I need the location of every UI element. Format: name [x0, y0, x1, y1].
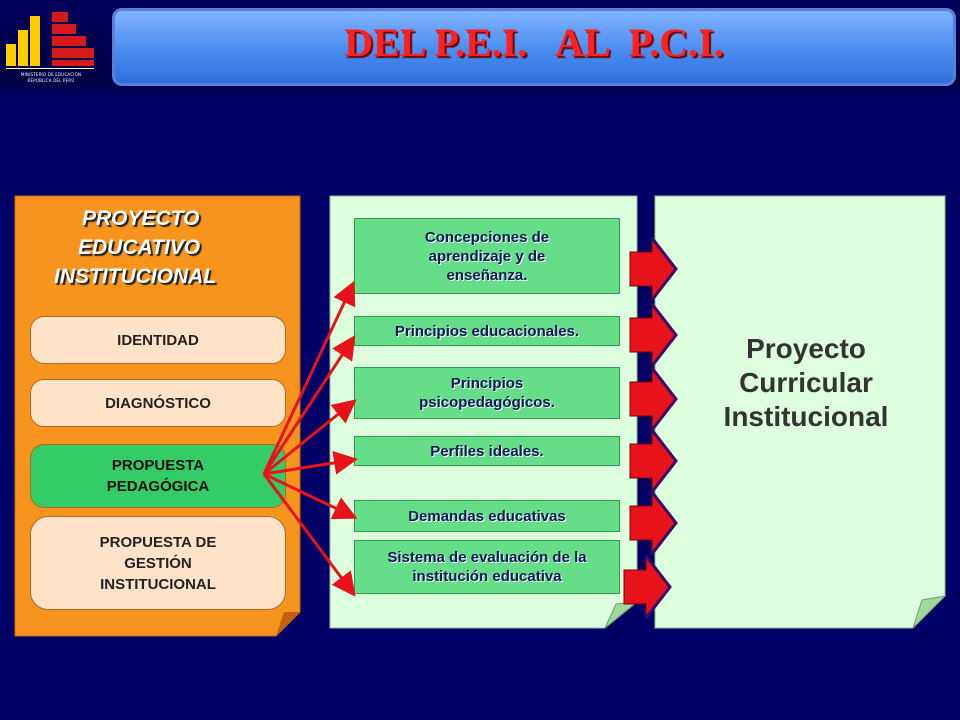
- diagnostico-label: DIAGNÓSTICO: [105, 394, 211, 412]
- page-title: DEL P.E.I. AL P.C.I.: [344, 20, 724, 65]
- ministry-logo-icon: [6, 12, 94, 69]
- pei-title: PROYECTO EDUCATIVO INSTITUCIONAL: [36, 204, 236, 291]
- item-line: enseñanza.: [446, 266, 528, 284]
- connector-to-principios-educacionales: [262, 334, 356, 475]
- propuesta-pedagogica-box: PROPUESTA PEDAGÓGICA: [30, 444, 286, 508]
- diagnostico-box: DIAGNÓSTICO: [30, 379, 286, 427]
- item-line: Principios educacionales.: [394, 322, 580, 340]
- item-principios-psicopedagogicos: Principios psicopedagógicos.: [354, 367, 620, 419]
- connector-to-sistema-evaluacion: [262, 473, 356, 597]
- pci-title-line: Curricular: [739, 367, 873, 398]
- item-line: Demandas educativas: [408, 507, 566, 525]
- propuesta-gestion-line: PROPUESTA DE: [99, 533, 217, 551]
- block-arrow-6: [623, 554, 672, 620]
- item-line: aprendizaje y de: [428, 247, 546, 265]
- item-concepciones: Concepciones de aprendizaje y de enseñan…: [354, 218, 620, 294]
- block-arrow-1: [629, 236, 678, 302]
- propuesta-pedagogica-line: PEDAGÓGICA: [106, 478, 210, 495]
- connector-to-principios-psicopedagogicos: [263, 399, 357, 476]
- block-arrow-2: [629, 302, 678, 368]
- pei-title-line: PROYECTO: [82, 207, 200, 230]
- propuesta-pedagogica-line: PROPUESTA: [111, 457, 205, 474]
- pei-title-line: INSTITUCIONAL: [54, 265, 217, 288]
- item-line: Principios: [450, 375, 524, 392]
- connector-to-perfiles: [263, 450, 358, 476]
- item-principios-educacionales: Principios educacionales.: [354, 316, 620, 346]
- pci-title-line: Proyecto: [746, 333, 866, 364]
- connector-to-concepciones: [262, 280, 356, 475]
- item-sistema-evaluacion: Sistema de evaluación de la institución …: [354, 540, 620, 594]
- pci-panel-fold: [912, 595, 947, 629]
- pci-title: Proyecto Curricular Institucional: [676, 332, 936, 434]
- item-line: Sistema de evaluación de la: [387, 549, 587, 566]
- item-line: Perfiles ideales.: [430, 442, 544, 460]
- pei-title-line: EDUCATIVO: [78, 236, 201, 259]
- item-demandas-educativas: Demandas educativas: [354, 500, 620, 532]
- identidad-box: IDENTIDAD: [30, 316, 286, 364]
- block-arrow-4: [629, 428, 678, 494]
- logo-country-name: REPÚBLICA DEL PERÚ: [27, 78, 75, 83]
- logo-ministry-name: MINISTERIO DE EDUCACIÓN: [20, 72, 82, 77]
- pei-panel-fold: [276, 612, 300, 636]
- item-line: psicopedagógicos.: [419, 394, 555, 411]
- propuesta-gestion-box: PROPUESTA DE GESTIÓN INSTITUCIONAL: [30, 516, 286, 610]
- item-line: Concepciones de: [424, 228, 550, 246]
- identidad-label: IDENTIDAD: [117, 331, 199, 349]
- block-arrows: [623, 236, 678, 620]
- connector-to-demandas: [263, 472, 358, 520]
- item-line: institución educativa: [412, 568, 562, 585]
- propuesta-gestion-line: GESTIÓN: [124, 554, 192, 572]
- ministry-logo: MINISTERIO DE EDUCACIÓN REPÚBLICA DEL PE…: [4, 8, 98, 92]
- pci-title-line: Institucional: [723, 401, 889, 432]
- block-arrow-5: [629, 490, 678, 556]
- title-banner: DEL P.E.I. AL P.C.I.: [112, 8, 956, 86]
- propuesta-gestion-line: INSTITUCIONAL: [100, 575, 216, 593]
- block-arrow-3: [629, 366, 678, 432]
- item-perfiles-ideales: Perfiles ideales.: [354, 436, 620, 466]
